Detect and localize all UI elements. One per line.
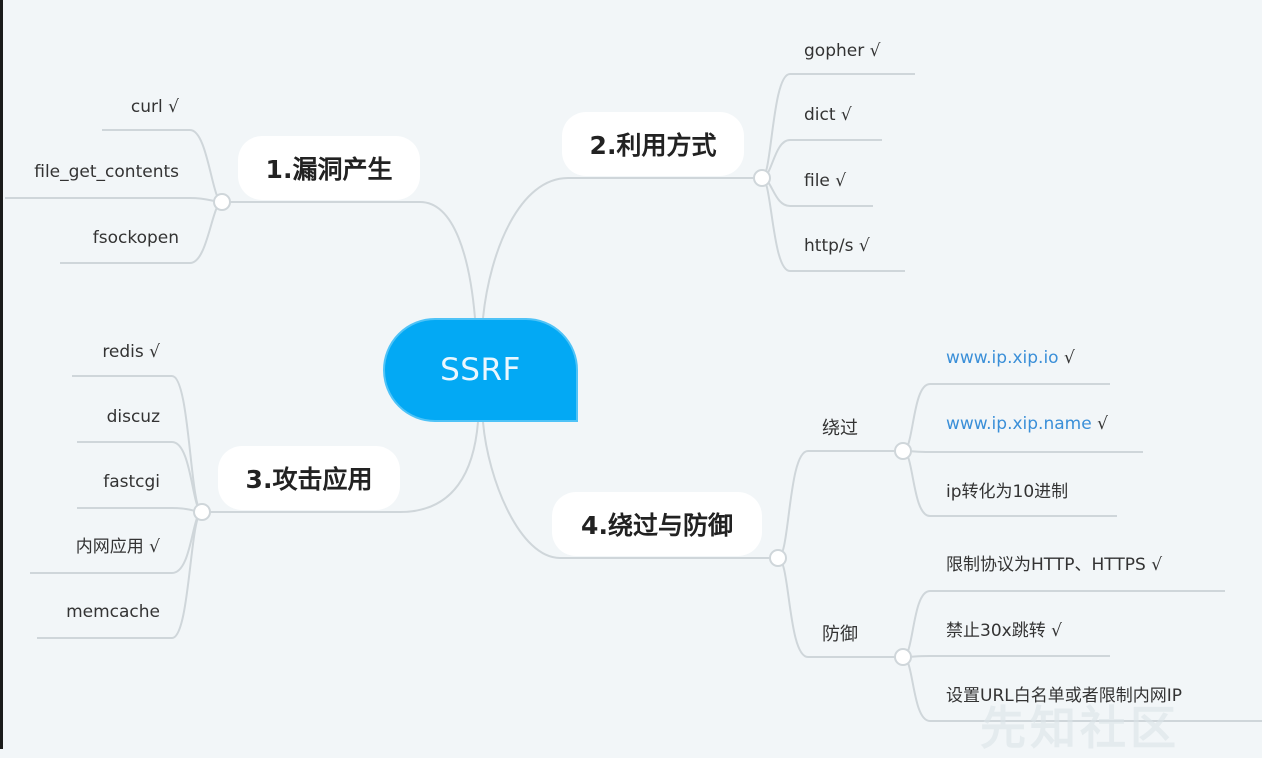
link-defense-2: [902, 655, 1110, 658]
root-node-ssrf[interactable]: SSRF: [383, 318, 578, 422]
leaf-forbid-30x[interactable]: 禁止30x跳转 √: [946, 621, 1062, 641]
link-root-branch-3: [399, 421, 479, 513]
link-root-branch-2: [482, 177, 569, 319]
leaf-redis[interactable]: redis √: [102, 342, 160, 362]
leaf-xip-name[interactable]: www.ip.xip.name √: [946, 413, 1108, 435]
watermark-logo: 先知社区: [980, 701, 1180, 755]
leaf-discuz[interactable]: discuz: [106, 407, 160, 427]
branch-node-3[interactable]: 3.攻击应用: [218, 446, 400, 510]
group-defense[interactable]: 防御: [822, 624, 858, 645]
link-root-branch-1: [419, 201, 476, 319]
junction-b3: [193, 503, 211, 521]
leaf-restrict-protocol[interactable]: 限制协议为HTTP、HTTPS √: [946, 555, 1163, 575]
junction-b4: [769, 549, 787, 567]
branch-title: 3.攻击应用: [245, 465, 373, 494]
check-mark: √: [1058, 348, 1075, 368]
junction-bypass: [894, 442, 912, 460]
link-b2-gopher: [761, 73, 915, 179]
link-bypass-2: [902, 450, 1143, 453]
branch-title: 2.利用方式: [589, 131, 717, 160]
leaf-dict[interactable]: dict √: [804, 105, 852, 125]
junction-b2: [753, 169, 771, 187]
leaf-url-whitelist[interactable]: 设置URL白名单或者限制内网IP: [946, 686, 1182, 706]
leaf-http-s[interactable]: http/s √: [804, 236, 870, 256]
leaf-gopher[interactable]: gopher √: [804, 41, 881, 61]
link-root-branch-4: [482, 421, 561, 559]
leaf-file-get-contents[interactable]: file_get_contents: [34, 162, 179, 182]
xip-name-link[interactable]: www.ip.xip.name: [946, 414, 1092, 434]
leaf-fastcgi[interactable]: fastcgi: [103, 472, 160, 492]
link-b1-file: [5, 197, 223, 203]
leaf-memcache[interactable]: memcache: [66, 602, 160, 622]
leaf-ip-decimal[interactable]: ip转化为10进制: [946, 482, 1069, 502]
leaf-xip-io[interactable]: www.ip.xip.io √: [946, 347, 1075, 369]
xip-io-link[interactable]: www.ip.xip.io: [946, 348, 1059, 368]
link-b4-bypass: [777, 450, 903, 559]
group-bypass[interactable]: 绕过: [822, 418, 858, 439]
branch-title: 1.漏洞产生: [265, 155, 393, 184]
leaf-fsockopen[interactable]: fsockopen: [92, 228, 179, 248]
leaf-curl[interactable]: curl √: [130, 97, 179, 117]
leaf-intranet-app[interactable]: 内网应用 √: [75, 537, 160, 557]
branch-node-2[interactable]: 2.利用方式: [562, 112, 744, 176]
link-b3-fastcgi: [77, 507, 203, 513]
leaf-file[interactable]: file √: [804, 171, 847, 191]
branch-node-4[interactable]: 4.绕过与防御: [552, 492, 762, 556]
branch-node-1[interactable]: 1.漏洞产生: [238, 136, 420, 200]
branch-title: 4.绕过与防御: [581, 511, 733, 540]
root-label: SSRF: [440, 352, 521, 388]
window-edge: [0, 0, 3, 749]
junction-defense: [894, 648, 912, 666]
junction-b1: [213, 193, 231, 211]
check-mark: √: [1091, 414, 1108, 434]
